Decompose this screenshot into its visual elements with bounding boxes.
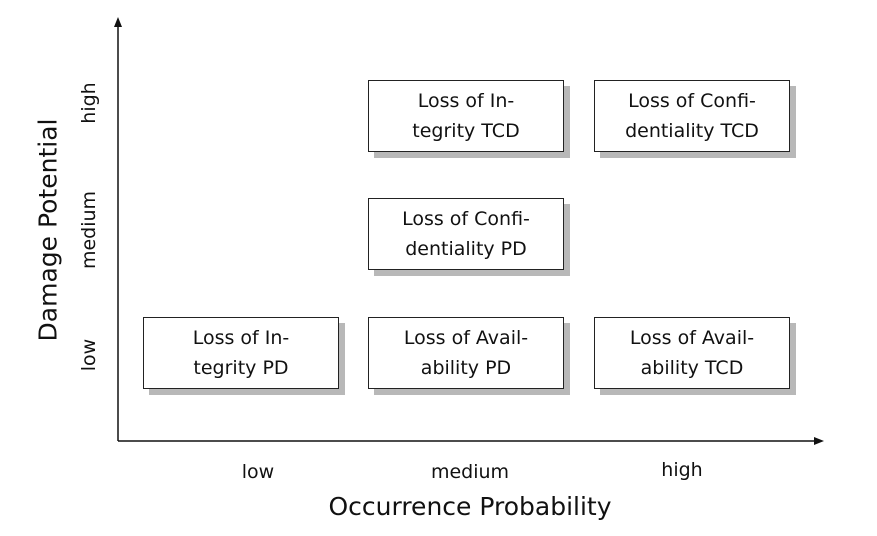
x-tick-high: high [661, 459, 703, 481]
box-loss-of-integrity-tcd: Loss of In-tegrity TCD [368, 80, 564, 152]
box-line: tegrity TCD [412, 120, 520, 142]
box-loss-of-confidentiality-pd: Loss of Confi-dentiality PD [368, 198, 564, 270]
box-line: dentiality TCD [625, 120, 759, 142]
y-tick-medium: medium [78, 190, 100, 270]
y-tick-high: high [78, 82, 100, 124]
y-axis-arrow [114, 17, 122, 27]
box-line: Loss of Confi- [628, 90, 756, 112]
box-line: ability TCD [640, 357, 744, 379]
box-line: tegrity PD [193, 357, 289, 379]
y-tick-low: low [78, 338, 100, 372]
box-loss-of-confidentiality-tcd: Loss of Confi-dentiality TCD [594, 80, 790, 152]
x-axis-arrow [814, 437, 824, 445]
box-line: Loss of Avail- [629, 327, 755, 349]
x-axis-title: Occurrence Probability [328, 492, 612, 521]
box-loss-of-availability-tcd: Loss of Avail-ability TCD [594, 317, 790, 389]
box-line: Loss of Avail- [403, 327, 529, 349]
x-tick-medium: medium [430, 461, 510, 483]
box-loss-of-integrity-pd: Loss of In-tegrity PD [143, 317, 339, 389]
x-tick-low: low [241, 461, 275, 483]
box-line: Loss of In- [417, 90, 515, 112]
box-line: Loss of Confi- [402, 208, 530, 230]
box-line: ability PD [420, 357, 512, 379]
box-loss-of-availability-pd: Loss of Avail-ability PD [368, 317, 564, 389]
y-axis-title: Damage Potential [33, 118, 63, 342]
box-line: dentiality PD [405, 238, 527, 260]
box-line: Loss of In- [192, 327, 290, 349]
